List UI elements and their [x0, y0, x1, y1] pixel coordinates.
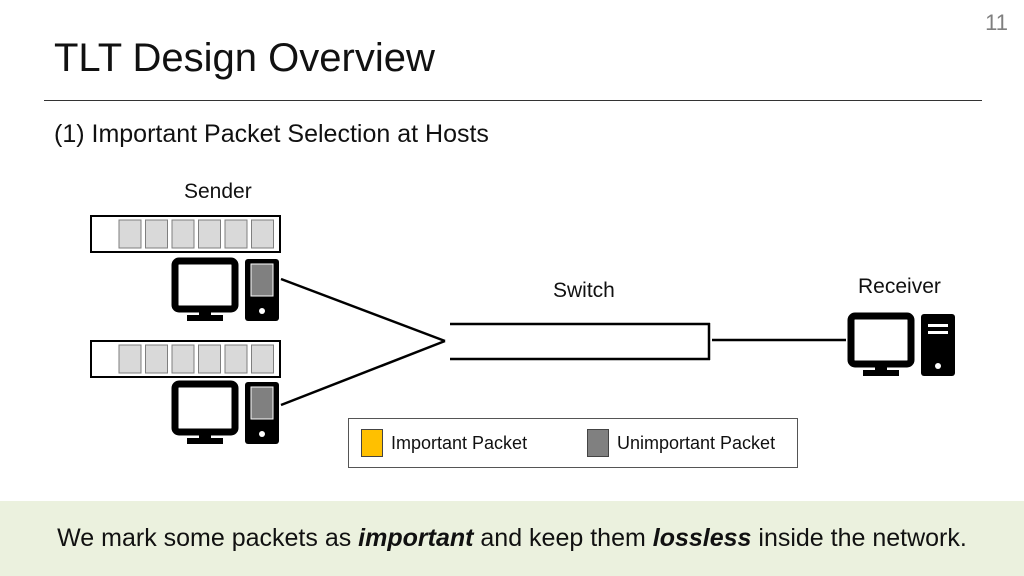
slide-subtitle: (1) Important Packet Selection at Hosts	[54, 120, 489, 148]
sender-2-tower-packet	[250, 386, 274, 420]
network-diagram	[90, 215, 1024, 500]
switch-queue	[450, 322, 711, 361]
sender-queue-1	[90, 215, 281, 253]
legend-swatch-unimportant	[587, 429, 609, 457]
queue-2-slot	[198, 344, 221, 374]
receiver-computer-icon	[851, 314, 955, 376]
title-divider	[44, 100, 982, 101]
sender-1-tower-packet	[250, 263, 274, 297]
legend-label-unimportant: Unimportant Packet	[617, 433, 776, 453]
banner-text-2: and keep them	[473, 524, 653, 552]
switch-label: Switch	[553, 279, 615, 302]
queue-2-slot	[251, 344, 274, 374]
receiver-label: Receiver	[858, 275, 941, 298]
banner-emph-important: important	[358, 524, 474, 552]
summary-banner: We mark some packets as important and ke…	[0, 501, 1024, 576]
queue-1-slot	[198, 219, 221, 249]
queue-1-slot	[171, 219, 195, 249]
queue-1-slot	[118, 219, 142, 249]
link-sender-2-switch	[280, 339, 446, 407]
sender-label: Sender	[184, 180, 252, 203]
legend-swatch-important	[361, 429, 383, 457]
queue-2-slot	[171, 344, 195, 374]
legend-label-important: Important Packet	[391, 433, 528, 453]
queue-1-slot	[251, 219, 274, 249]
slide-title: TLT Design Overview	[54, 36, 435, 80]
sender-computer-2-icon	[175, 382, 279, 444]
queue-1-slot	[145, 219, 168, 249]
queue-2-slot	[118, 344, 142, 374]
slide-number: 11	[985, 10, 1008, 35]
banner-text-1: We mark some packets as	[57, 524, 359, 552]
queue-2-slot	[224, 344, 248, 374]
queue-1-slot	[224, 219, 248, 249]
sender-queue-2	[90, 340, 281, 378]
banner-emph-lossless: lossless	[652, 524, 752, 552]
sender-computer-1-icon	[175, 259, 279, 321]
banner-text-3: inside the network.	[751, 524, 967, 552]
legend: Important Packet Unimportant Packet	[348, 418, 798, 468]
link-sender-1-switch	[280, 277, 446, 343]
queue-2-slot	[145, 344, 168, 374]
